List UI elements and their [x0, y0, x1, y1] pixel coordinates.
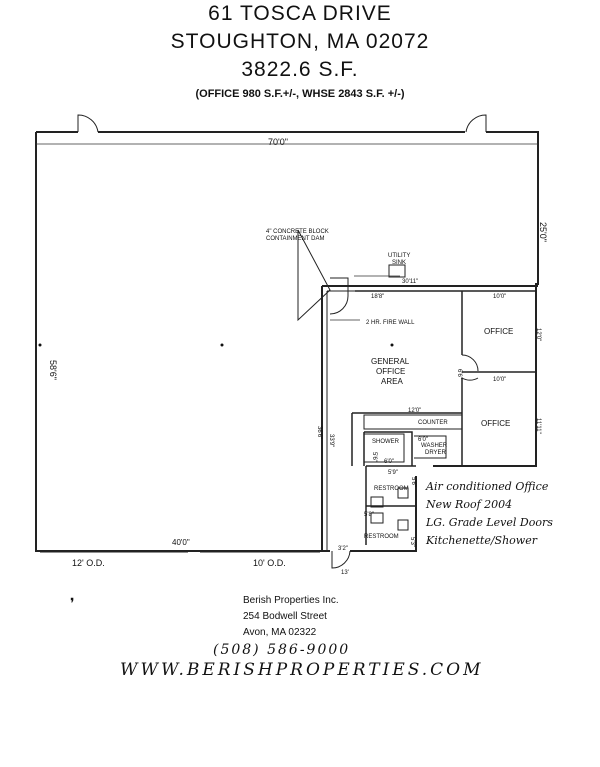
dim-counter: 12'0" [408, 408, 421, 414]
dim-restroom1-height: 5'6" [410, 477, 416, 487]
counter [363, 414, 463, 430]
general-label-3: AREA [381, 377, 403, 386]
stray-mark-glyph: ❜ [70, 595, 75, 611]
general-label-2: OFFICE [376, 367, 405, 376]
company-website: WWW.BERISHPROPERTIES.COM [120, 660, 484, 680]
dim-bottom-small: 3'2" [338, 546, 348, 552]
office1-label: OFFICE [484, 327, 513, 336]
washer-label: WASHER [421, 443, 448, 449]
washer-box [414, 435, 447, 459]
office-door2 [461, 377, 479, 381]
dot-2 [390, 343, 394, 347]
door2-label: 10' O.D. [253, 558, 286, 568]
company-street: 254 Bodwell Street [243, 611, 327, 622]
note-line-1: Air conditioned Office [425, 480, 549, 493]
dim-shower-width: 6'0" [384, 459, 394, 465]
note-line-4: Kitchenette/Shower [425, 534, 538, 547]
dim-interior-height: 36'6" [316, 426, 322, 439]
shower-stall [363, 433, 405, 463]
top-door-left [77, 114, 99, 133]
bottom-right-wall [350, 476, 417, 552]
note-line-2: New Roof 2004 [425, 498, 512, 511]
dim-interior-height2: 33'9" [328, 434, 334, 447]
fire-door [329, 277, 349, 315]
door1-label: 12' O.D. [72, 558, 105, 568]
dim-office2-width: 10'0" [493, 377, 506, 383]
dim-door-small: 13' [341, 570, 349, 576]
dryer-label: DRYER [425, 450, 447, 456]
sink-1 [397, 487, 409, 499]
address-line-2: STOUGHTON, MA 02072 [170, 30, 430, 53]
dim-right-upper: 25'0" [538, 222, 548, 242]
sink-label: SINK [392, 260, 406, 266]
dim-office1-height: 12'0" [535, 328, 541, 341]
kitchen-wall [351, 412, 462, 466]
dot-1 [220, 343, 224, 347]
shower-label: SHOWER [372, 439, 400, 445]
total-area: 3822.6 S.F. [241, 58, 359, 81]
dim-sink-width: 30'11" [402, 279, 418, 285]
dim-office-div: 6'6" [456, 369, 462, 379]
restroom-block [365, 465, 416, 545]
dim-office2-height: 11'11" [535, 418, 541, 434]
dim-restroom-side: 5'3" [409, 537, 415, 547]
sink-2 [397, 519, 409, 531]
utility-sink [388, 264, 406, 278]
dim-bottom-width: 40'0" [172, 538, 190, 547]
containment-label: 4" CONCRETE BLOCK [266, 229, 329, 235]
left-wall [35, 132, 330, 552]
dot-3 [38, 343, 42, 347]
company-city: Avon, MA 02322 [243, 627, 317, 638]
utility-label: UTILITY [388, 253, 410, 259]
general-label: GENERAL [371, 357, 410, 366]
dim-washer: 6'0" [418, 437, 428, 443]
fire-wall-label: 2 HR. FIRE WALL [366, 320, 415, 326]
address-line-1: 61 TOSCA DRIVE [208, 2, 392, 25]
restroom2-label: RESTROOM [364, 534, 399, 540]
note-line-3: LG. Grade Level Doors [425, 516, 553, 529]
bottom-door [331, 550, 351, 569]
office-door1 [461, 354, 479, 372]
toilet-1 [370, 496, 384, 508]
dim-shower-height: 5'6" [371, 452, 377, 462]
dim-left-height: 58'6" [48, 360, 58, 380]
dim-office-row: 18'8" [371, 294, 384, 300]
restroom1-label: RESTROOM [374, 486, 409, 492]
dim-restroom1-width: 5'9" [388, 470, 398, 476]
counter-label: COUNTER [418, 420, 448, 426]
inner-wall [326, 290, 355, 551]
dim-top-width: 70'0" [268, 137, 288, 147]
area-breakdown: (OFFICE 980 S.F.+/-, WHSE 2843 S.F. +/-) [195, 88, 405, 100]
company-phone: (508) 586-9000 [213, 642, 351, 658]
dim-office1-width: 10'0" [493, 294, 506, 300]
office2-label: OFFICE [481, 419, 510, 428]
company-name: Berish Properties Inc. [243, 595, 339, 606]
toilet-2 [370, 512, 384, 524]
containment-label-2: CONTAINMENT DAM [266, 236, 324, 242]
top-door-right [465, 114, 487, 133]
containment-dam [297, 229, 331, 322]
dim-restroom2-width: 5'8" [364, 512, 374, 518]
